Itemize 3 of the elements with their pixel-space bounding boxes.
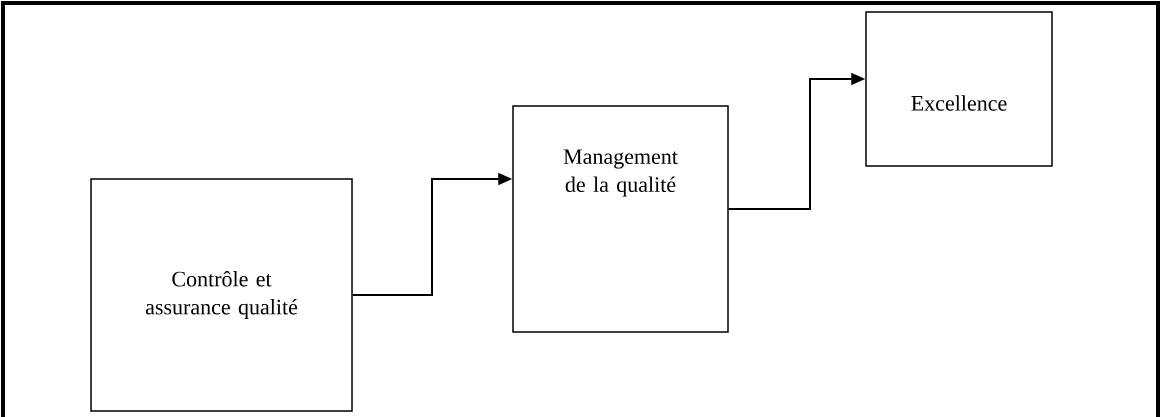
process-box: Excellence: [865, 11, 1053, 167]
process-box: Contrôle et assurance qualité: [90, 178, 353, 412]
process-box: Management de la qualité: [512, 105, 729, 333]
